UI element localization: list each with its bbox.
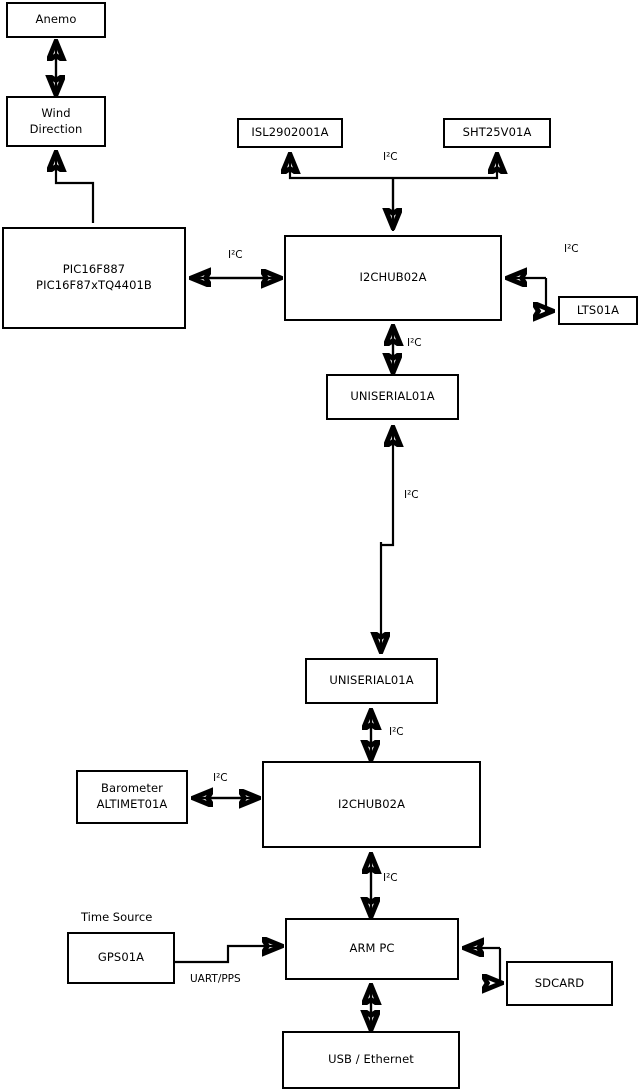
node-lts01a-label: LTS01A: [576, 302, 620, 317]
node-pic-mcu[interactable]: PIC16F887 PIC16F87xTQ4401B: [2, 227, 186, 329]
wire-gps-to-armpc: [175, 946, 281, 964]
node-pic-mcu-label: PIC16F887 PIC16F87xTQ4401B: [36, 262, 152, 292]
wire-bus-to-sht: [393, 155, 497, 180]
wire-hub-top-to-lts: [546, 278, 552, 311]
wire-armpc-to-sdcard: [500, 948, 501, 983]
node-uniserial01a-top-label: UNISERIAL01A: [350, 389, 435, 404]
edge-label-i2c-pic-hub: I²C: [228, 249, 243, 261]
node-gps01a[interactable]: GPS01A: [67, 932, 175, 984]
edge-label-i2c-uniserial-hub2: I²C: [389, 726, 404, 738]
edge-label-i2c-top-bus: I²C: [383, 151, 398, 163]
edge-label-uart-pps: UART/PPS: [190, 973, 241, 985]
label-time-source: Time Source: [81, 910, 153, 924]
node-isl2902001a-label: ISL2902001A: [251, 125, 329, 140]
edge-label-i2c-hub2-armpc: I²C: [383, 872, 398, 884]
node-anemo-label: Anemo: [35, 12, 77, 27]
node-wind-direction-label: Wind Direction: [29, 105, 83, 136]
node-usb-ethernet[interactable]: USB / Ethernet: [282, 1031, 460, 1089]
node-arm-pc-label: ARM PC: [349, 941, 395, 956]
wire-bus-to-isl: [290, 155, 393, 180]
node-arm-pc[interactable]: ARM PC: [285, 918, 459, 980]
node-sdcard-label: SDCARD: [534, 975, 585, 990]
node-barometer-altimet01a-label: Barometer ALTIMET01A: [96, 781, 168, 811]
node-i2chub02a-bottom-label: I2CHUB02A: [337, 796, 406, 811]
edge-label-i2c-hub-lts: I²C: [564, 243, 579, 255]
node-uniserial01a-bottom-label: UNISERIAL01A: [329, 673, 414, 688]
node-sht25v01a-label: SHT25V01A: [462, 125, 532, 140]
node-usb-ethernet-label: USB / Ethernet: [328, 1052, 414, 1067]
node-uniserial01a-top[interactable]: UNISERIAL01A: [326, 374, 459, 420]
node-anemo[interactable]: Anemo: [6, 2, 106, 38]
node-sht25v01a[interactable]: SHT25V01A: [443, 118, 551, 148]
edge-label-i2c-hub-uniserial: I²C: [407, 337, 422, 349]
node-uniserial01a-bottom[interactable]: UNISERIAL01A: [305, 658, 438, 704]
node-sdcard[interactable]: SDCARD: [506, 961, 613, 1006]
node-lts01a[interactable]: LTS01A: [558, 296, 638, 325]
edge-label-i2c-uniserial-link: I²C: [404, 489, 419, 501]
node-i2chub02a-top[interactable]: I2CHUB02A: [284, 235, 502, 321]
node-barometer-altimet01a[interactable]: Barometer ALTIMET01A: [76, 770, 188, 824]
node-wind-direction[interactable]: Wind Direction: [6, 96, 106, 147]
wire-link-to-uniserial-top: [381, 428, 393, 547]
wire-pic-to-wind: [56, 153, 95, 223]
node-gps01a-label: GPS01A: [97, 950, 145, 965]
node-isl2902001a[interactable]: ISL2902001A: [237, 118, 343, 148]
node-i2chub02a-bottom[interactable]: I2CHUB02A: [262, 761, 481, 848]
node-i2chub02a-top-label: I2CHUB02A: [359, 270, 427, 285]
edge-label-i2c-baro-hub2: I²C: [213, 772, 228, 784]
